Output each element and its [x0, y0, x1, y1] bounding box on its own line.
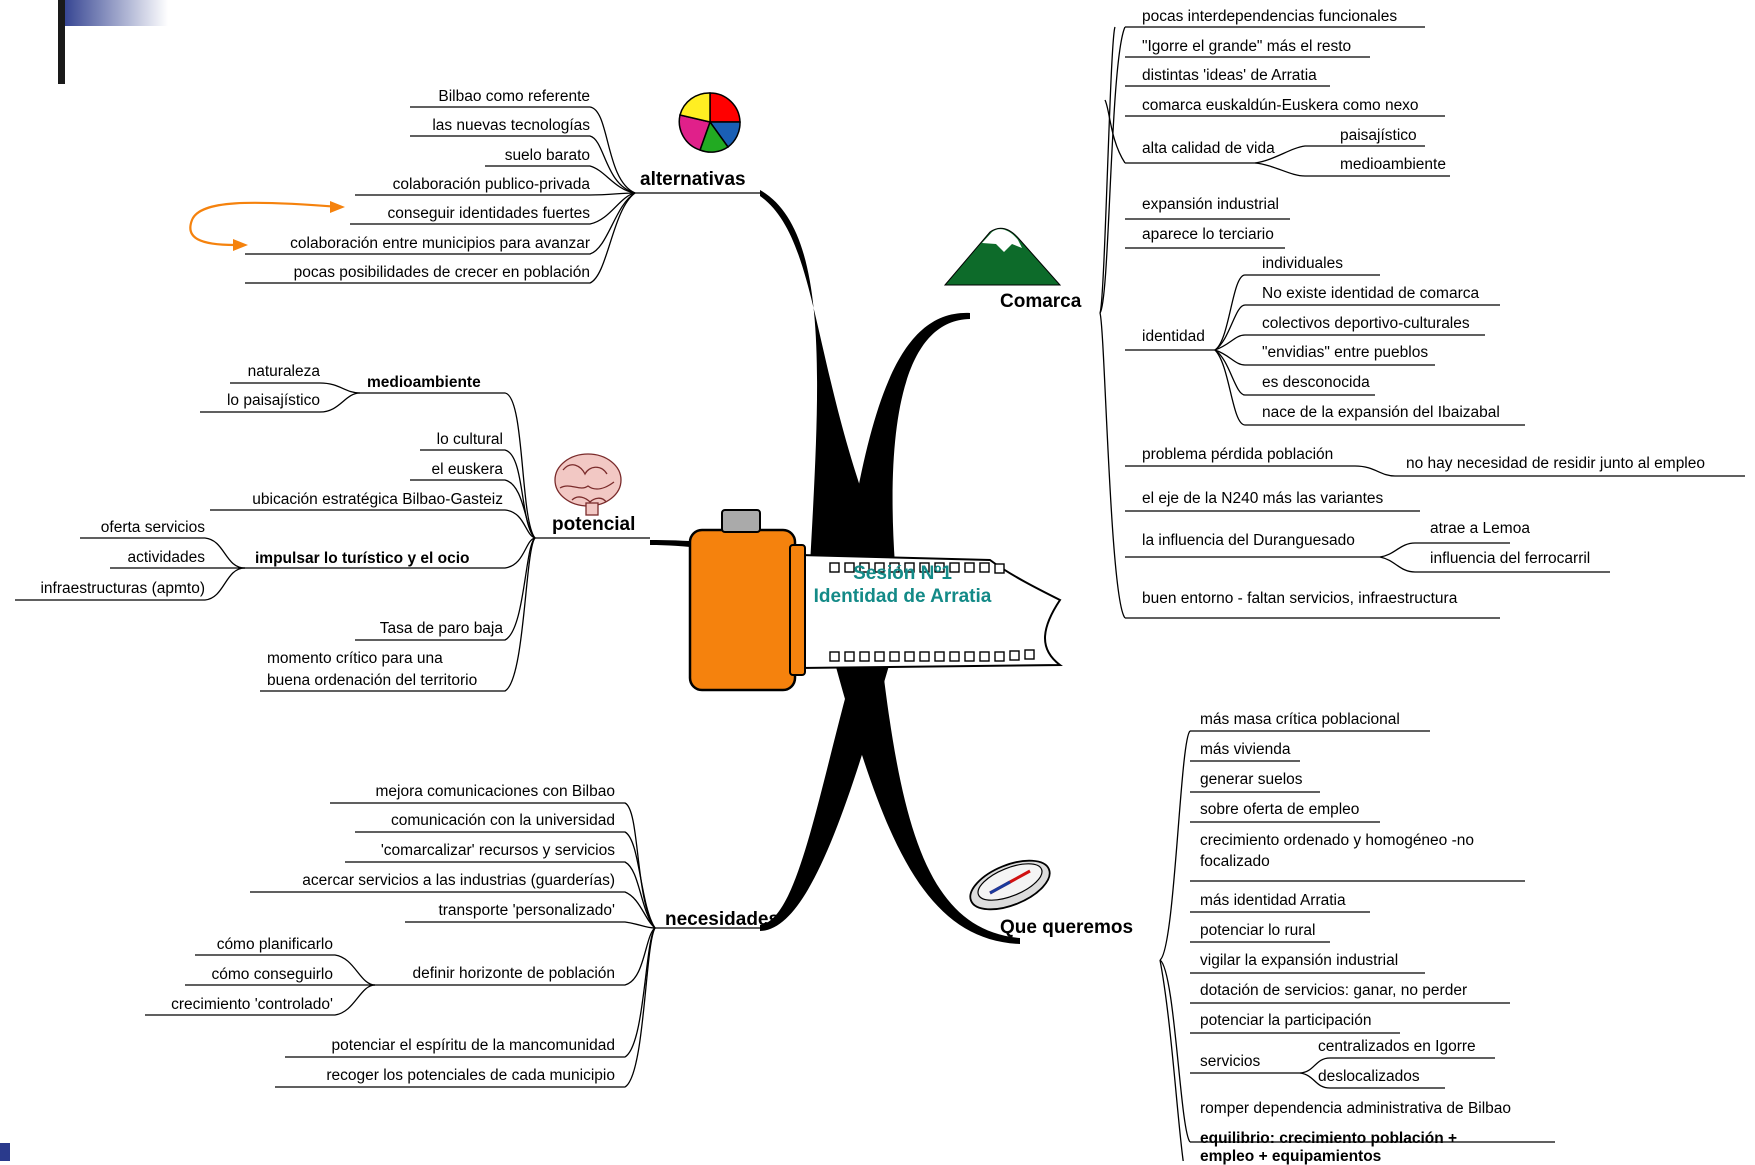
calidad-item[interactable]: medioambiente	[1340, 156, 1446, 173]
alternativas-item[interactable]: pocas posibilidades de crecer en poblaci…	[293, 264, 590, 281]
necesidades-item[interactable]: mejora comunicaciones con Bilbao	[375, 783, 615, 800]
slide-header-bar	[58, 0, 168, 26]
necesidades-item[interactable]: potenciar el espíritu de la mancomunidad	[331, 1037, 615, 1054]
necesidades-item[interactable]: comunicación con la universidad	[390, 812, 615, 829]
necesidades-item[interactable]: acercar servicios a las industrias (guar…	[302, 872, 615, 889]
queremos-item[interactable]: crecimiento ordenado y homogéneo -no	[1200, 832, 1475, 849]
comarca-identidad[interactable]: identidad	[1142, 328, 1205, 345]
brain-icon	[554, 453, 622, 516]
potencial-item[interactable]: buena ordenación del territorio	[267, 672, 478, 689]
queremos-item[interactable]: potenciar lo rural	[1200, 922, 1316, 939]
identidad-item[interactable]: No existe identidad de comarca	[1262, 285, 1480, 302]
identidad-item[interactable]: es desconocida	[1262, 374, 1370, 391]
comarca-calidad[interactable]: alta calidad de vida	[1142, 140, 1275, 157]
queremos-item[interactable]: potenciar la participación	[1200, 1012, 1372, 1029]
potencial-turismo[interactable]: impulsar lo turístico y el ocio	[255, 550, 470, 567]
potencial-lines	[15, 382, 650, 692]
comarca-item[interactable]: el eje de la N240 más las variantes	[1142, 490, 1384, 507]
branch-necesidades[interactable]: necesidades	[665, 909, 780, 930]
identidad-item[interactable]: "envidias" entre pueblos	[1262, 344, 1429, 361]
queremos-servicios[interactable]: servicios	[1200, 1053, 1261, 1070]
necesidades-lines	[145, 802, 760, 1088]
queremos-item[interactable]: vigilar la expansión industrial	[1200, 952, 1399, 969]
turismo-item[interactable]: oferta servicios	[100, 519, 205, 536]
potencial-item[interactable]: momento crítico para una	[267, 650, 443, 667]
potencial-medioambiente[interactable]: medioambiente	[367, 374, 481, 391]
alternativas-item[interactable]: conseguir identidades fuertes	[387, 205, 591, 222]
branch-alternativas[interactable]: alternativas	[640, 169, 746, 190]
queremos-item[interactable]: focalizado	[1200, 853, 1270, 870]
necesidades-item[interactable]: transporte 'personalizado'	[438, 902, 615, 919]
alternativas-item[interactable]: colaboración entre municipios para avanz…	[290, 235, 590, 252]
mountain-icon	[943, 227, 1062, 286]
horizonte-item[interactable]: cómo conseguirlo	[211, 966, 333, 983]
compass-icon	[969, 859, 1051, 911]
potencial-item[interactable]: el euskera	[431, 461, 503, 478]
necesidades-item[interactable]: 'comarcalizar' recursos y servicios	[380, 842, 615, 859]
center-title-line2: Identidad de Arratia	[813, 586, 992, 607]
queremos-item[interactable]: más vivienda	[1200, 741, 1291, 758]
necesidades-horizonte[interactable]: definir horizonte de población	[412, 965, 616, 982]
comarca-poblacion[interactable]: problema pérdida población	[1142, 446, 1334, 463]
durango-item[interactable]: influencia del ferrocarril	[1430, 550, 1591, 567]
queremos-item[interactable]: más identidad Arratia	[1200, 892, 1346, 909]
comarca-item[interactable]: comarca euskaldún-Euskera como nexo	[1142, 97, 1419, 114]
center-title: Sesión Nº1 Identidad de Arratia	[805, 562, 1000, 608]
horizonte-item[interactable]: crecimiento 'controlado'	[171, 996, 333, 1013]
queremos-item[interactable]: más masa crítica poblacional	[1200, 711, 1400, 728]
queremos-item[interactable]: romper dependencia administrativa de Bil…	[1200, 1100, 1512, 1117]
identidad-item[interactable]: nace de la expansión del Ibaizabal	[1262, 404, 1500, 421]
identidad-item[interactable]: colectivos deportivo-culturales	[1262, 315, 1470, 332]
turismo-item[interactable]: infraestructuras (apmto)	[40, 580, 205, 597]
comarca-item[interactable]: pocas interdependencias funcionales	[1142, 8, 1398, 25]
turismo-item[interactable]: actividades	[127, 549, 205, 566]
comarca-item[interactable]: "Igorre el grande" más el resto	[1142, 38, 1352, 55]
comarca-item[interactable]: buen entorno - faltan servicios, infraes…	[1142, 590, 1458, 607]
film-canister-icon	[688, 509, 1063, 692]
comarca-item[interactable]: aparece lo terciario	[1142, 226, 1274, 243]
poblacion-item[interactable]: no hay necesidad de residir junto al emp…	[1406, 455, 1705, 472]
alternativas-item[interactable]: suelo barato	[504, 147, 590, 164]
queremos-item[interactable]: equilibrio: crecimiento población +	[1200, 1130, 1458, 1147]
servicios-item[interactable]: centralizados en Igorre	[1318, 1038, 1476, 1055]
comarca-item[interactable]: distintas 'ideas' de Arratia	[1142, 67, 1317, 84]
slide-footer-square	[0, 1143, 10, 1161]
slide-vertical-bar	[58, 0, 65, 84]
queremos-item[interactable]: empleo + equipamientos	[1200, 1148, 1382, 1165]
alternativas-item[interactable]: las nuevas tecnologías	[432, 117, 590, 134]
branch-potencial[interactable]: potencial	[552, 514, 636, 535]
durango-item[interactable]: atrae a Lemoa	[1430, 520, 1530, 537]
necesidades-item[interactable]: recoger los potenciales de cada municipi…	[326, 1067, 615, 1084]
queremos-item[interactable]: dotación de servicios: ganar, no perder	[1200, 982, 1468, 999]
identidad-item[interactable]: individuales	[1262, 255, 1343, 272]
potencial-item[interactable]: lo cultural	[436, 431, 503, 448]
calidad-item[interactable]: paisajístico	[1340, 127, 1417, 144]
queremos-lines	[1159, 730, 1555, 1161]
comarca-durango[interactable]: la influencia del Duranguesado	[1142, 532, 1355, 549]
horizonte-item[interactable]: cómo planificarlo	[216, 936, 333, 953]
center-title-line1: Sesión Nº1	[853, 563, 952, 584]
medioambiente-item[interactable]: naturaleza	[247, 363, 320, 380]
medioambiente-item[interactable]: lo paisajístico	[226, 392, 320, 409]
comarca-lines	[1099, 26, 1745, 619]
potencial-item[interactable]: Tasa de paro baja	[379, 620, 503, 637]
orange-arrow	[189, 201, 341, 247]
pie-chart-icon	[678, 92, 741, 153]
queremos-item[interactable]: sobre oferta de empleo	[1200, 801, 1360, 818]
servicios-item[interactable]: deslocalizados	[1318, 1068, 1420, 1085]
alternativas-item[interactable]: colaboración publico-privada	[392, 176, 590, 193]
comarca-item[interactable]: expansión industrial	[1142, 196, 1280, 213]
branch-comarca[interactable]: Comarca	[1000, 291, 1082, 312]
queremos-item[interactable]: generar suelos	[1200, 771, 1303, 788]
alternativas-lines	[245, 106, 760, 284]
branch-queremos[interactable]: Que queremos	[1000, 917, 1134, 938]
alternativas-item[interactable]: Bilbao como referente	[438, 88, 590, 105]
potencial-item[interactable]: ubicación estratégica Bilbao-Gasteiz	[252, 491, 503, 508]
